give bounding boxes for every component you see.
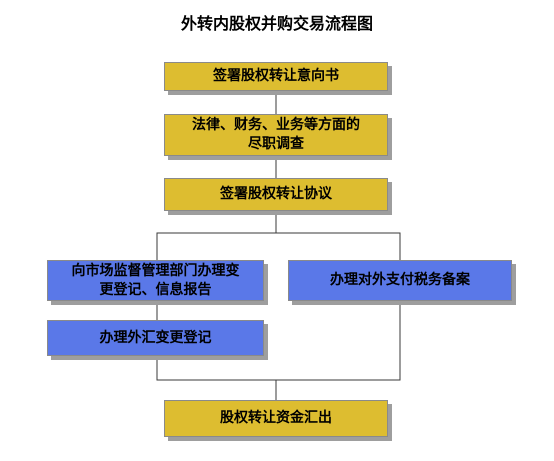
diagram-title: 外转内股权并购交易流程图 bbox=[180, 14, 373, 33]
step-forex-registration: 办理外汇变更登记 bbox=[47, 320, 264, 356]
step-intent-letter: 签署股权转让意向书 bbox=[164, 62, 388, 91]
step-fund-remittance: 股权转让资金汇出 bbox=[164, 400, 388, 437]
connector-split bbox=[156, 232, 401, 260]
connector-merge bbox=[156, 300, 401, 381]
step-market-regulation-registration: 向市场监督管理部门办理变 更登记、信息报告 bbox=[47, 260, 264, 301]
step-tax-filing: 办理对外支付税务备案 bbox=[288, 260, 512, 301]
step-transfer-agreement: 签署股权转让协议 bbox=[164, 178, 388, 211]
step-due-diligence: 法律、财务、业务等方面的 尽职调查 bbox=[164, 114, 388, 156]
